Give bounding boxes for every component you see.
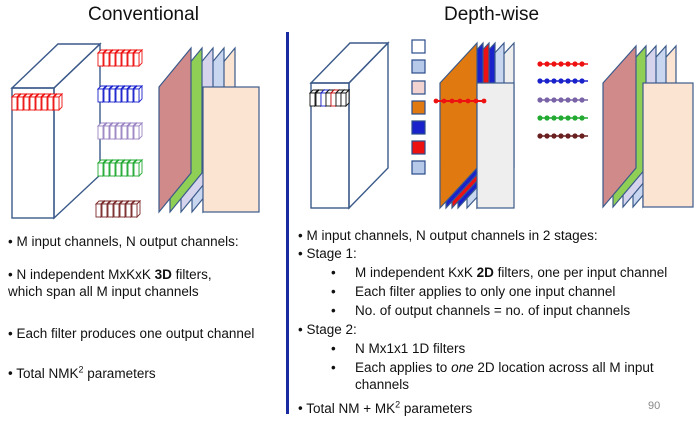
bullet-glyph: •: [331, 341, 336, 356]
stage1-label: Stage 1:: [306, 246, 357, 261]
bullet-glyph: •: [331, 284, 336, 299]
bullet-item: • M input channels, N output channels in…: [298, 227, 598, 244]
depthwise-output-layers: [602, 44, 694, 209]
bullet-item: • Total NM + MK2 parameters: [298, 396, 472, 417]
conventional-title: Conventional: [88, 4, 199, 25]
bullet-item: • N independent MxKxK 3D filters,which s…: [8, 266, 212, 300]
bullet-glyph: •: [331, 360, 336, 375]
bullet-glyph: •: [298, 246, 303, 261]
bullet-text: Total NMK2 parameters: [16, 364, 156, 381]
bullet-glyph: •: [8, 365, 13, 381]
filter-1d-brown: [537, 133, 588, 139]
filter-2d-stack: [411, 39, 426, 175]
bullet-glyph: •: [298, 400, 303, 416]
page-number: 90: [648, 400, 661, 412]
bullet-glyph: •: [8, 267, 13, 282]
depthwise-intermediate-layers: [439, 41, 515, 210]
bullet-glyph: •: [298, 228, 303, 243]
bullet-glyph: •: [8, 234, 13, 249]
depthwise-title: Depth-wise: [444, 4, 540, 25]
bullet-glyph: •: [8, 326, 13, 341]
filter-1d-red: [537, 61, 588, 67]
conventional-input-slice: [11, 93, 63, 111]
bullet-item: • Stage 2:: [298, 321, 357, 338]
depthwise-input-slice: [309, 89, 350, 107]
bullet-glyph: •: [298, 322, 303, 337]
bullet-text: No. of output channels = no. of input ch…: [355, 303, 631, 318]
bullet-text: Each filter produces one output channel: [16, 326, 255, 341]
filter-3d-brown: [95, 200, 141, 218]
depthwise-1d-filter-through-stack: [433, 98, 487, 104]
filter-1d-blue: [537, 78, 588, 84]
filter-1d-green: [537, 115, 588, 121]
filter-3d-purple: [97, 122, 143, 140]
bullet-glyph: •: [331, 265, 336, 280]
bullet-text: Each applies to one 2D location across a…: [355, 360, 654, 392]
bullet-item: • Total NMK2 parameters: [8, 361, 156, 382]
conventional-output-layers: [158, 46, 260, 214]
section-divider: [286, 32, 289, 414]
bullet-text: M input channels, N output channels:: [16, 234, 239, 249]
bullet-text: M input channels, N output channels in 2…: [306, 228, 598, 243]
bullet-item: • M input channels, N output channels:: [8, 233, 239, 250]
filter-3d-blue: [97, 85, 143, 103]
conventional-input-volume: [10, 42, 102, 220]
filter-3d-red: [97, 49, 143, 67]
bullet-text: N Mx1x1 1D filters: [355, 341, 466, 356]
bullet-item: • Stage 1:: [298, 245, 357, 262]
bullet-text: Total NM + MK2 parameters: [306, 399, 473, 416]
depthwise-input-volume: [309, 41, 390, 210]
filter-3d-green: [97, 159, 143, 177]
filter-1d-purple: [537, 97, 588, 103]
bullet-text: N independent MxKxK 3D filters,which spa…: [8, 267, 212, 299]
stage2-label: Stage 2:: [306, 322, 357, 337]
bullet-glyph: •: [331, 303, 336, 318]
bullet-text: M independent KxK 2D filters, one per in…: [355, 265, 668, 280]
bullet-item: • Each filter produces one output channe…: [8, 325, 254, 342]
bullet-text: Each filter applies to only one input ch…: [355, 284, 616, 299]
